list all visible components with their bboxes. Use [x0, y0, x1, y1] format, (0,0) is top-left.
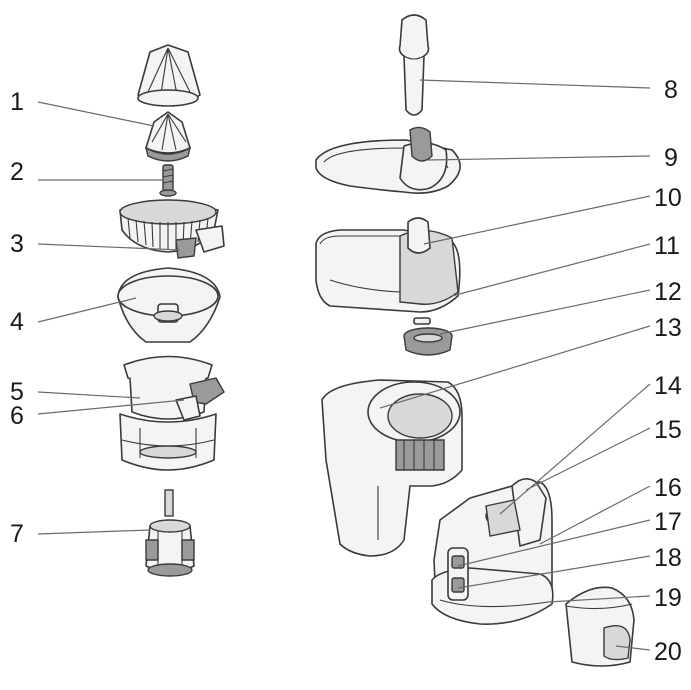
callout-11: 11 — [654, 232, 680, 260]
gasket-ring — [403, 327, 453, 356]
callout-numbers: 1 2 3 4 5 6 7 8 9 10 11 12 13 14 15 16 1… — [10, 76, 682, 666]
leader-9 — [427, 155, 651, 161]
motor-coupling — [145, 489, 195, 577]
callout-15: 15 — [654, 416, 682, 444]
leader-20 — [615, 645, 651, 651]
callout-3: 3 — [10, 230, 24, 258]
callout-7: 7 — [10, 520, 24, 548]
shaft-screw — [159, 164, 177, 197]
leader-18 — [457, 555, 651, 589]
leader-12 — [439, 289, 651, 335]
callout-5: 5 — [10, 378, 24, 406]
callout-10: 10 — [654, 184, 682, 212]
leader-6 — [37, 399, 185, 415]
juice-container — [321, 379, 463, 557]
leader-11 — [451, 243, 651, 297]
callout-18: 18 — [654, 544, 682, 572]
motor-base — [431, 478, 554, 625]
callout-8: 8 — [664, 76, 678, 104]
leader-4 — [37, 297, 137, 323]
callout-9: 9 — [664, 144, 678, 172]
callout-12: 12 — [654, 278, 682, 306]
leader-13 — [379, 325, 651, 409]
food-pusher — [398, 14, 430, 116]
lid — [315, 126, 461, 194]
leader-7 — [37, 529, 151, 535]
juice-cup — [117, 267, 221, 343]
callout-13: 13 — [654, 314, 682, 342]
leader-10 — [423, 195, 651, 245]
leader-15 — [525, 427, 651, 491]
leader-lines — [37, 79, 651, 651]
callout-20: 20 — [654, 638, 682, 666]
leader-16 — [539, 485, 651, 545]
leader-8 — [419, 79, 651, 89]
leader-19 — [547, 595, 651, 603]
callout-17: 17 — [654, 508, 682, 536]
callout-14: 14 — [654, 372, 682, 400]
strainer-basket — [119, 199, 225, 259]
leader-14 — [499, 383, 651, 515]
callout-19: 19 — [654, 584, 682, 612]
callout-2: 2 — [10, 158, 24, 186]
feed-chute — [315, 217, 461, 325]
callout-4: 4 — [10, 308, 24, 336]
leader-3 — [37, 243, 181, 251]
juicer-housing — [119, 355, 217, 471]
reamer-cone — [137, 44, 201, 107]
small-reamer — [144, 111, 192, 162]
callout-1: 1 — [10, 88, 24, 116]
callout-6: 6 — [10, 402, 24, 430]
leader-17 — [457, 519, 651, 567]
spout-lever — [175, 377, 225, 421]
leader-5 — [37, 391, 141, 399]
callout-16: 16 — [654, 474, 682, 502]
leader-1 — [37, 101, 155, 127]
